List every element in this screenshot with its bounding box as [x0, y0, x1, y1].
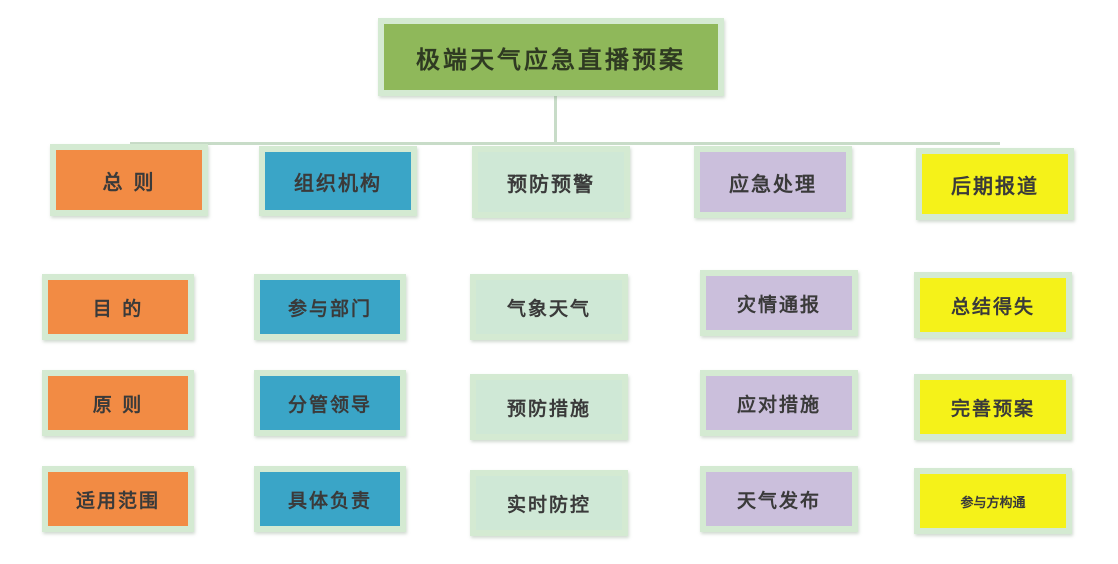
heading-organization: 组织机构	[259, 146, 417, 216]
item-principle: 原 则	[42, 370, 194, 436]
heading-followup-report: 后期报道	[916, 148, 1074, 220]
item-purpose: 目 的	[42, 274, 194, 340]
item-leaders-in-charge: 分管领导	[254, 370, 406, 436]
item-weather-release: 天气发布	[700, 466, 858, 532]
item-meteorological-weather: 气象天气	[470, 274, 628, 340]
item-summarize-gains-losses: 总结得失	[914, 272, 1072, 338]
item-preventive-measures: 预防措施	[470, 374, 628, 440]
heading-prevention-warning: 预防预警	[472, 146, 630, 218]
item-stakeholder-communication: 参与方构通	[914, 468, 1072, 534]
item-specific-responsibility: 具体负责	[254, 466, 406, 532]
item-disaster-report: 灾情通报	[700, 270, 858, 336]
item-response-measures: 应对措施	[700, 370, 858, 436]
item-realtime-control: 实时防控	[470, 470, 628, 536]
heading-general-principles: 总 则	[50, 144, 208, 216]
connector-horizontal	[130, 142, 1000, 145]
item-improve-plan: 完善预案	[914, 374, 1072, 440]
root-node: 极端天气应急直播预案	[378, 18, 724, 96]
heading-emergency-handling: 应急处理	[694, 146, 852, 218]
connector-vertical	[554, 96, 557, 144]
item-scope: 适用范围	[42, 466, 194, 532]
item-participating-departments: 参与部门	[254, 274, 406, 340]
